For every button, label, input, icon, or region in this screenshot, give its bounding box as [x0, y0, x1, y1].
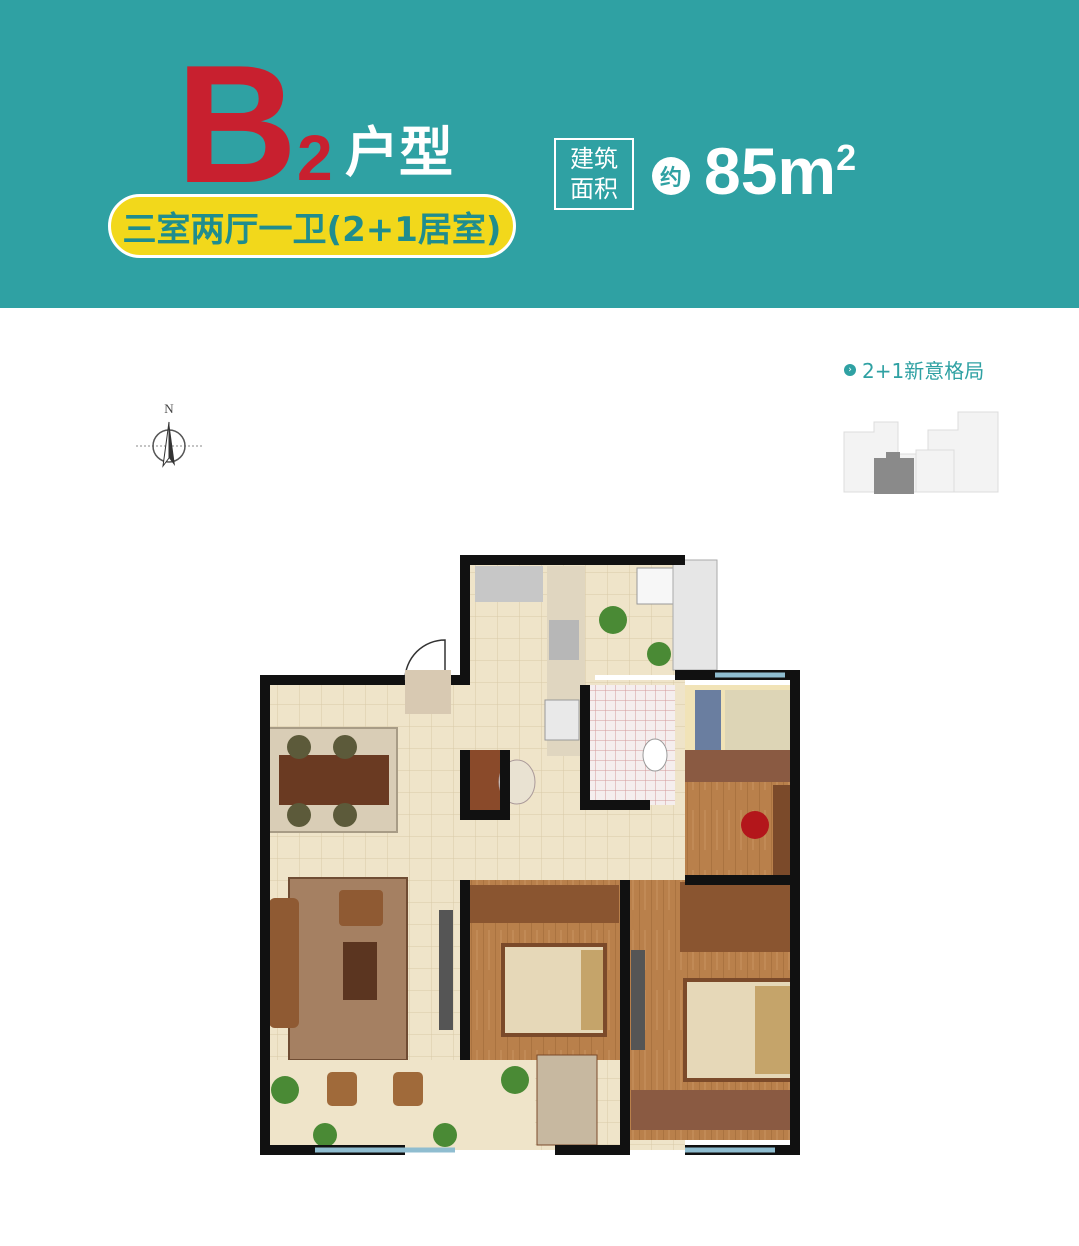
unit-type-number: 2 [297, 122, 333, 194]
approx-badge: 约 [652, 157, 690, 195]
compass-label: N [164, 401, 174, 416]
unit-type-letter: B [176, 30, 298, 218]
area-label-line1: 建筑 [570, 145, 618, 173]
layout-description: 三室两厅一卫(2+1居室) [122, 209, 502, 250]
floor-plan-illustration [260, 555, 800, 1155]
layout-tag-text: 2+1新意格局 [862, 359, 985, 383]
area-number: 85m [704, 134, 837, 208]
site-location-map [843, 411, 999, 494]
compass-icon: N [136, 401, 202, 468]
area-label-box: 建筑 面积 [554, 138, 634, 210]
header-banner: B 2 户型 三室两厅一卫(2+1居室) 建筑 面积 约 85m2 [0, 0, 1079, 308]
area-unit-superscript: 2 [836, 137, 857, 178]
unit-type-suffix: 户型 [345, 121, 453, 184]
area-value: 85m2 [704, 138, 856, 204]
area-label-line2: 面积 [570, 175, 618, 203]
chevron-right-icon: › [844, 363, 856, 376]
layout-tag: › 2+1新意格局 [844, 355, 984, 384]
layout-description-badge: 三室两厅一卫(2+1居室) [108, 194, 516, 258]
current-unit-marker [874, 452, 914, 494]
approx-text: 约 [659, 166, 682, 191]
